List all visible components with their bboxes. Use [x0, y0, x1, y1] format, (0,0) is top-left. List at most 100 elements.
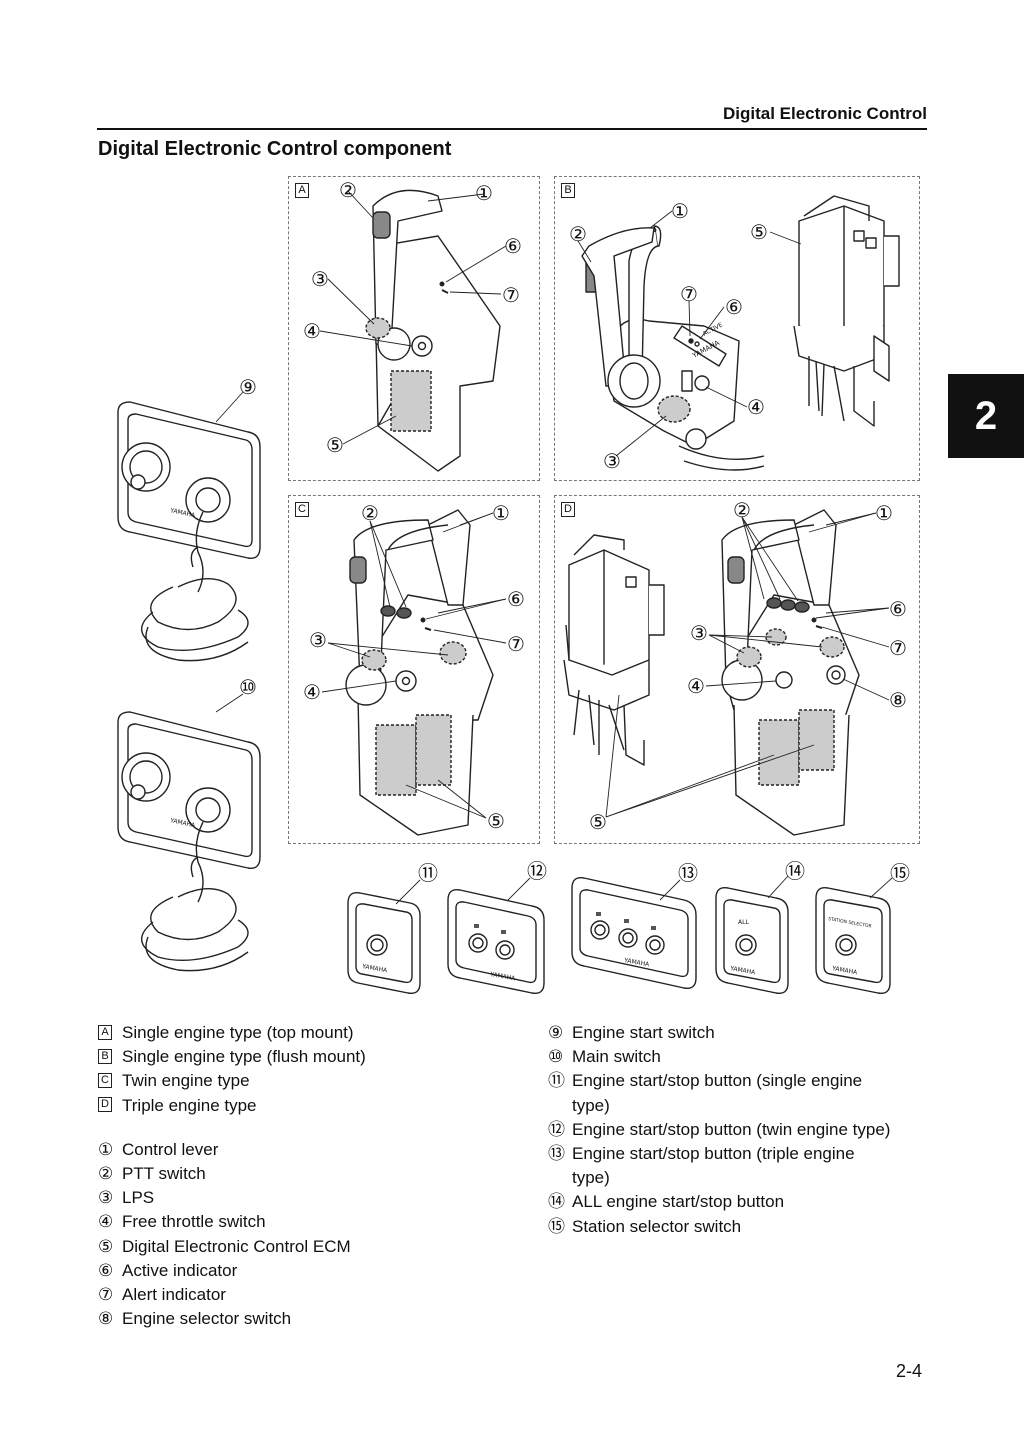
legend-row-14: ⑭ ALL engine start/stop button — [548, 1190, 938, 1214]
legend-text-15: Station selector switch — [572, 1216, 742, 1236]
legend-text-part-2: PTT switch — [122, 1164, 206, 1184]
legend-row-part-6: ⑥ Active indicator — [98, 1259, 538, 1283]
panel-label-c: C — [295, 502, 309, 517]
callout-3: ③ — [311, 267, 329, 291]
main-switch-illustration: YAMAHA ⑩ — [117, 675, 261, 972]
callout-b-7: ⑦ — [680, 282, 698, 306]
legend-mark-d: D — [98, 1097, 112, 1113]
callout-b-1: ① — [671, 199, 689, 223]
callout-6: ⑥ — [504, 234, 522, 258]
callout-2: ② — [339, 178, 357, 202]
legend-row-part-7: ⑦ Alert indicator — [98, 1283, 538, 1307]
callout-15: ⑮ — [890, 861, 910, 885]
figure-button-panels: YAMAHA ⑪ YAMAHA ⑫ YAMAHA ⑬ ALL YAMAHA ⑭ — [347, 859, 910, 994]
legend-text-type-c: Twin engine type — [122, 1071, 250, 1091]
callout-1: ① — [475, 181, 493, 205]
legend-mark-15: ⑮ — [548, 1216, 565, 1236]
callout-d-6: ⑥ — [889, 597, 907, 621]
legend-mark-13: ⑬ — [548, 1144, 565, 1164]
legend-mark-1: ① — [98, 1139, 114, 1159]
callout-c-7: ⑦ — [507, 632, 525, 656]
chapter-tab: 2 — [948, 374, 1024, 458]
legend-text-14: ALL engine start/stop button — [572, 1192, 785, 1212]
legend-mark-6: ⑥ — [98, 1260, 114, 1280]
callout-b-3: ③ — [603, 449, 621, 473]
legend-mark-10: ⑩ — [548, 1047, 564, 1067]
callout-c-3: ③ — [309, 628, 327, 652]
callout-c-4: ④ — [303, 680, 321, 704]
callout-d-2: ② — [733, 498, 751, 522]
callout-b-6: ⑥ — [725, 295, 743, 319]
legend-row-type-d: D Triple engine type — [98, 1094, 538, 1118]
legend-text-type-a: Single engine type (top mount) — [122, 1023, 354, 1042]
legend-text-type-d: Triple engine type — [122, 1095, 257, 1115]
legend-row-13: ⑬ Engine start/stop button (triple engine — [548, 1142, 938, 1166]
triple-panel-brand: YAMAHA — [623, 957, 651, 969]
callout-14: ⑭ — [785, 859, 805, 883]
legend-mark-8: ⑧ — [98, 1309, 114, 1329]
callout-b-5: ⑤ — [750, 220, 768, 244]
figure-single-flush-mount: YAMAHA ACTIVE ① ② ③ ④ ⑤ ⑥ ⑦ — [569, 195, 900, 473]
legend-mark-c: C — [98, 1072, 112, 1088]
all-panel-label: ALL — [738, 919, 749, 926]
callout-12: ⑫ — [527, 859, 547, 883]
legend-text-9: Engine start switch — [572, 1023, 715, 1042]
callout-d-1: ① — [875, 501, 893, 525]
callout-d-3: ③ — [690, 621, 708, 645]
callout-10: ⑩ — [239, 675, 257, 699]
callout-13: ⑬ — [678, 861, 698, 885]
legend-text-part-5: Digital Electronic Control ECM — [122, 1236, 351, 1256]
legend-text-11: Engine start/stop button (single engine — [572, 1071, 863, 1091]
callout-d-8: ⑧ — [889, 688, 907, 712]
all-start-stop-panel: ALL YAMAHA ⑭ — [715, 859, 805, 994]
panel-label-b: B — [561, 183, 575, 198]
single-panel-brand: YAMAHA — [361, 963, 389, 975]
legend-mark-4: ④ — [98, 1212, 114, 1232]
legend-mark-7: ⑦ — [98, 1285, 114, 1305]
legend-text-part-7: Alert indicator — [122, 1285, 226, 1305]
callout-7: ⑦ — [502, 283, 520, 307]
callout-5: ⑤ — [326, 433, 344, 457]
legend-text-type-b: Single engine type (flush mount) — [122, 1047, 366, 1067]
station-panel-brand: YAMAHA — [831, 965, 859, 977]
callout-c-1: ① — [492, 501, 510, 525]
legend-row-type-a: A Single engine type (top mount) — [98, 1021, 538, 1045]
legend-text-part-1: Control lever — [122, 1139, 219, 1159]
all-panel-brand: YAMAHA — [729, 965, 757, 977]
panel-label-a: A — [295, 183, 309, 198]
single-start-stop-panel: YAMAHA ⑪ — [347, 861, 438, 994]
panel-label-d: D — [561, 502, 575, 517]
figure-twin-engine: ① ② ③ ④ ⑤ ⑥ ⑦ — [303, 501, 525, 836]
legend-mark-3: ③ — [98, 1188, 114, 1208]
legend-mark-11: ⑪ — [548, 1071, 565, 1091]
legend-row-part-2: ② PTT switch — [98, 1162, 538, 1186]
legend-mark-9: ⑨ — [548, 1023, 564, 1042]
figure-key-switches: YAMAHA ⑨ YAMAHA ⑩ — [117, 375, 261, 972]
legend-row-part-1: ① Control lever — [98, 1138, 538, 1162]
triple-start-stop-panel: YAMAHA ⑬ — [571, 861, 698, 989]
legend-mark-a: A — [98, 1024, 112, 1040]
panel-d: D — [554, 495, 920, 844]
legend-text-11-cont: type) — [572, 1095, 610, 1115]
legend-mark-14: ⑭ — [548, 1192, 565, 1212]
callout-c-6: ⑥ — [507, 587, 525, 611]
callout-4: ④ — [303, 319, 321, 343]
legend-row-11-cont: type) — [548, 1094, 938, 1118]
legend-text-13: Engine start/stop button (triple engine — [572, 1144, 855, 1164]
panel-c: C — [288, 495, 540, 844]
legend-right: ⑨ Engine start switch ⑩ Main switch ⑪ Engin… — [548, 1021, 938, 1239]
page-header: Digital Electronic Control — [97, 104, 927, 130]
legend-text-part-6: Active indicator — [122, 1260, 238, 1280]
figure-single-top-mount: ① ② ③ ④ ⑤ ⑥ ⑦ — [303, 178, 522, 472]
twin-start-stop-panel: YAMAHA ⑫ — [447, 859, 547, 994]
legend-text-13-cont: type) — [572, 1168, 610, 1188]
legend-mark-2: ② — [98, 1164, 114, 1184]
legend-mark-12: ⑫ — [548, 1119, 565, 1139]
legend-text-12: Engine start/stop button (twin engine ty… — [572, 1119, 891, 1139]
legend-text-10: Main switch — [572, 1047, 661, 1067]
